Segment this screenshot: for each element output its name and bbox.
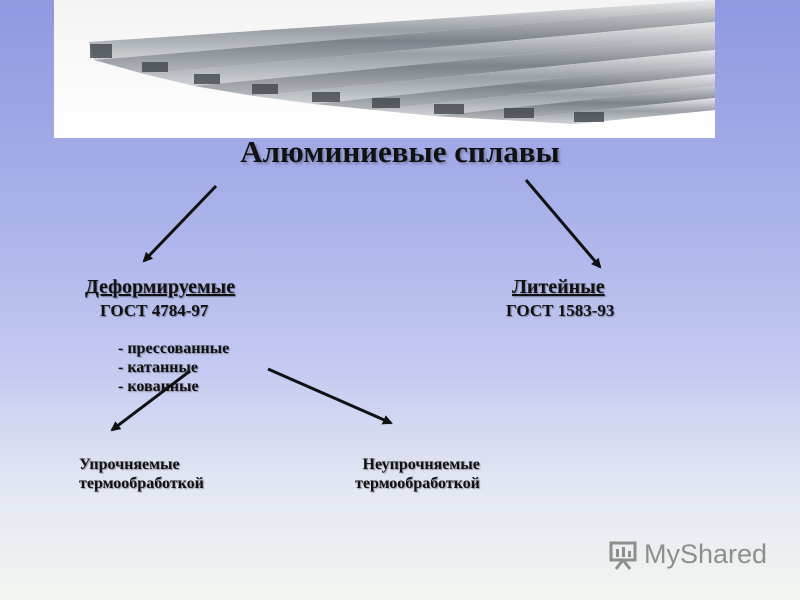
heat-hardenable-line1: Упрочняемые — [79, 456, 180, 473]
cast-standard: ГОСТ 1583-93 — [506, 301, 615, 320]
arrow-to-cast — [524, 179, 602, 269]
arrow-to-heat-hardenable — [110, 369, 191, 432]
presentation-board-icon — [609, 541, 637, 570]
non-heat-hardenable-line1: Неупрочняемые — [362, 456, 480, 473]
arrow-to-deformable — [142, 184, 218, 263]
cast-label: Литейные — [512, 276, 605, 298]
subtype-rolled: - катанные — [118, 359, 198, 376]
non-heat-hardenable-line2: термообработкой — [355, 475, 480, 492]
aluminum-profiles-photo — [54, 0, 715, 138]
deformable-label: Деформируемые — [85, 276, 236, 298]
diagram-title: Алюминиевые сплавы — [240, 134, 560, 169]
deformable-standard: ГОСТ 4784-97 — [100, 301, 209, 320]
myshared-watermark: MyShared — [606, 536, 767, 572]
subtype-pressed: - прессованные — [118, 340, 230, 357]
arrow-to-non-heat-hardenable — [267, 367, 393, 425]
non-heat-hardenable-label: Неупрочняемые термообработкой — [355, 455, 480, 493]
watermark-text: MyShared — [644, 538, 768, 569]
heat-hardenable-line2: термообработкой — [79, 475, 204, 492]
subtype-forged: - кованные — [118, 378, 199, 395]
heat-hardenable-label: Упрочняемые термообработкой — [79, 455, 204, 493]
